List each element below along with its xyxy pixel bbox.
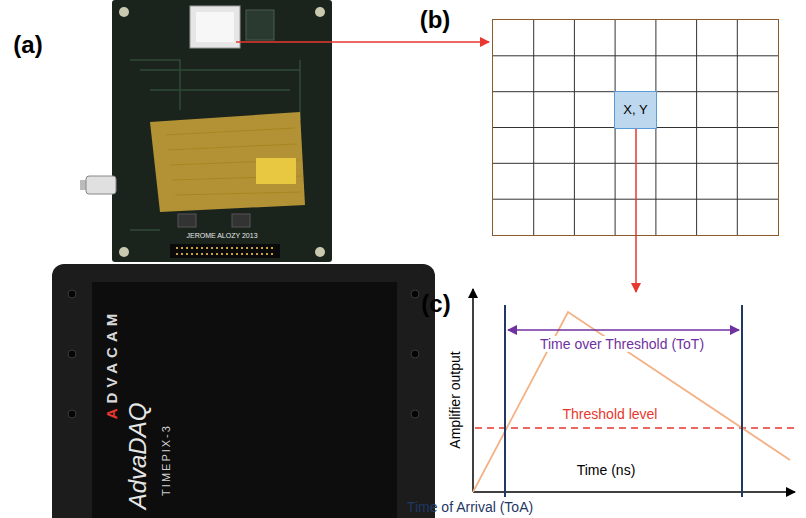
brand-name: ADVACAM [103,309,120,420]
y-axis [472,289,474,492]
front-panel [92,282,397,518]
readout-board [80,0,332,262]
screw-hole [411,350,419,358]
threshold-label: Threshold level [563,406,658,422]
panel-label: (a) [13,31,42,59]
axis-title: Time (ns) [577,462,636,478]
axis-title: Amplifier output [447,351,463,448]
tot-end-marker [741,305,743,497]
panel-label: (b) [420,6,451,34]
screw-hole [68,290,76,298]
panel-label: (c) [421,290,450,318]
pixel-cell: X, Y [615,92,656,128]
pointer-arrow [236,41,489,43]
pointer-arrow [635,129,637,292]
board-inscription: JEROME ALOZY 2013 [186,232,257,240]
screw-hole [68,410,76,418]
tot-label: Time over Threshold (ToT) [537,336,707,352]
device-housing: ADVACAM TIMEPIX-3 AdvaDAQ [52,264,435,518]
screw-hole [411,290,419,298]
pixel-grid: X, Y(b) [493,20,778,235]
product-name: AdvaDAQ [124,403,152,510]
screw-hole [411,410,419,418]
toa-marker [504,305,506,497]
x-axis [473,491,795,493]
model-name: TIMEPIX-3 [160,424,173,496]
threshold-line [475,427,795,429]
screw-hole [68,350,76,358]
toa-label: Time of Arrival (ToA) [407,499,533,515]
tot-span-arrow [508,329,739,331]
pixel-coordinate: X, Y [623,103,647,118]
